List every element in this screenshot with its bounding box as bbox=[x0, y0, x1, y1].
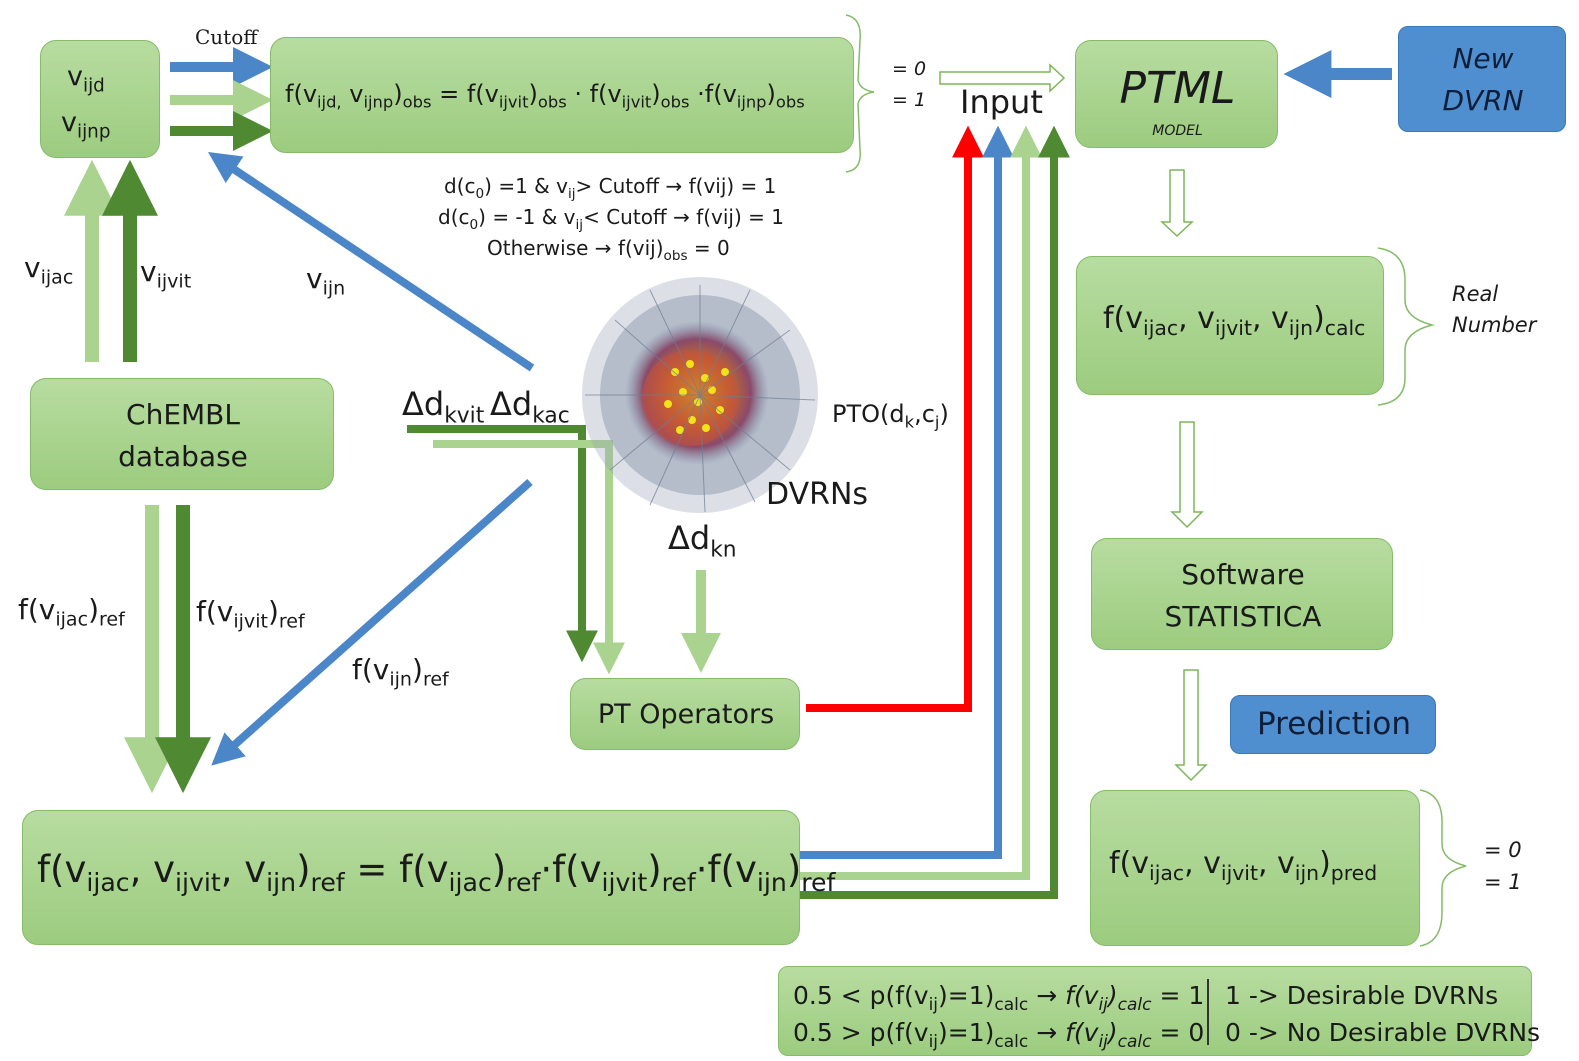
f-ijvit-ref-label: f(vijvit)ref bbox=[196, 595, 305, 633]
chembl-line1: ChEMBL bbox=[126, 398, 240, 431]
pred-formula: f(vijac, vijvit, vijn)pred bbox=[1109, 846, 1378, 886]
arrow-ref-to-input-blue bbox=[800, 125, 1014, 859]
prediction-badge: Prediction bbox=[1230, 695, 1436, 754]
arrow-delta-dark bbox=[407, 425, 598, 663]
number-label: Number bbox=[1452, 313, 1537, 337]
ref-formula: f(vijac, vijvit, vijn)ref = f(vijac)ref·… bbox=[37, 848, 836, 897]
hollow-arrow-to-ptml bbox=[939, 63, 1066, 93]
hollow-arrow-ptml-to-calc bbox=[1160, 169, 1194, 238]
hollow-arrow-calc-to-software bbox=[1170, 421, 1204, 529]
vijnp-subscript: ijnp bbox=[76, 121, 111, 143]
arrow-ref-to-input-light bbox=[800, 125, 1042, 880]
delta-kn-label: Δdkn bbox=[668, 519, 737, 563]
chembl-database-box: ChEMBL database bbox=[30, 378, 334, 490]
arrow-vijn-blue bbox=[208, 152, 535, 372]
hollow-arrow-software-to-pred bbox=[1174, 669, 1208, 782]
new-dvrn-line1: New bbox=[1452, 42, 1514, 75]
threshold-desirable: 1 -> Desirable DVRNs bbox=[1225, 981, 1499, 1010]
brace-obs bbox=[845, 14, 875, 173]
arrow-ref-to-input-dark bbox=[800, 125, 1070, 899]
cutoff-label: Cutoff bbox=[195, 25, 258, 49]
calc-box: f(vijac, vijvit, vijn)calc bbox=[1076, 256, 1384, 395]
rule-line-2: d(c0) = -1 & vij< Cutoff → f(vij) = 1 bbox=[438, 205, 784, 233]
dvrns-label: DVRNs bbox=[766, 477, 869, 512]
f-ijac-ref-label: f(vijac)ref bbox=[18, 593, 125, 631]
input-label: Input bbox=[960, 83, 1043, 121]
real-label: Real bbox=[1452, 282, 1499, 306]
brace-calc bbox=[1377, 247, 1435, 406]
vijn-label: vijn bbox=[306, 262, 346, 300]
pt-operators-box: PT Operators bbox=[570, 678, 800, 750]
vijnp-symbol: v bbox=[61, 107, 77, 138]
ptml-title: PTML bbox=[1119, 63, 1236, 114]
threshold-divider bbox=[1207, 979, 1209, 1045]
arrow-fvijn-ref-blue bbox=[211, 479, 533, 766]
delta-kac-label: Δdkac bbox=[490, 385, 570, 429]
ptml-subtitle: MODEL bbox=[1152, 123, 1203, 139]
calc-formula: f(vijac, vijvit, vijn)calc bbox=[1103, 301, 1366, 341]
software-line1: Software bbox=[1181, 558, 1305, 591]
rule-line-3: Otherwise → f(vij)obs = 0 bbox=[487, 236, 730, 264]
eq1-bottom-label: = 1 bbox=[1484, 870, 1522, 894]
vijac-label: vijac bbox=[24, 251, 74, 289]
new-dvrn-box: New DVRN bbox=[1398, 26, 1566, 132]
f-ijn-ref-label: f(vijn)ref bbox=[352, 653, 449, 691]
vij-box: vijd vijnp bbox=[40, 40, 160, 158]
ref-formula-box: f(vijac, vijvit, vijn)ref = f(vijac)ref·… bbox=[22, 810, 835, 945]
threshold-row-1: 0.5 < p(f(vij)=1)calc → f(vij)calc = 1 bbox=[793, 981, 1205, 1015]
eq1-top-label: = 1 bbox=[892, 89, 927, 111]
eq0-bottom-label: = 0 bbox=[1484, 838, 1522, 862]
obs-formula-box: f(vijd, vijnp)obs = f(vijvit)obs · f(vij… bbox=[270, 37, 854, 153]
rule-line-1: d(c0) =1 & vij> Cutoff → f(vij) = 1 bbox=[444, 174, 777, 202]
threshold-not-desirable: 0 -> No Desirable DVRNs bbox=[1225, 1018, 1541, 1047]
pto-label: PTO(dk,cj) bbox=[832, 400, 949, 432]
eq0-top-label: = 0 bbox=[892, 58, 927, 80]
prediction-label: Prediction bbox=[1256, 706, 1411, 742]
dvrn-nanoparticle-image bbox=[582, 277, 818, 513]
pt-operators-label: PT Operators bbox=[597, 699, 775, 730]
vijd-symbol: v bbox=[67, 61, 83, 92]
new-dvrn-line2: DVRN bbox=[1442, 84, 1524, 117]
software-statistica-box: Software STATISTICA bbox=[1091, 538, 1393, 650]
chembl-line2: database bbox=[118, 440, 248, 473]
vijd-subscript: ijd bbox=[82, 75, 105, 97]
software-line2: STATISTICA bbox=[1164, 600, 1322, 633]
ptml-model-box: PTML MODEL bbox=[1075, 40, 1278, 148]
arrow-delta-light bbox=[433, 440, 625, 675]
obs-formula: f(vijd, vijnp)obs = f(vijvit)obs · f(vij… bbox=[285, 80, 805, 112]
pred-box: f(vijac, vijvit, vijn)pred bbox=[1090, 790, 1420, 946]
vijvit-label: vijvit bbox=[140, 255, 192, 293]
threshold-row-2: 0.5 > p(f(vij)=1)calc → f(vij)calc = 0 bbox=[793, 1018, 1205, 1052]
delta-kvit-label: Δdkvit bbox=[402, 385, 485, 429]
threshold-box: 0.5 < p(f(vij)=1)calc → f(vij)calc = 1 0… bbox=[778, 966, 1540, 1056]
brace-pred bbox=[1419, 789, 1467, 947]
arrow-pt-to-input-red bbox=[806, 125, 984, 712]
